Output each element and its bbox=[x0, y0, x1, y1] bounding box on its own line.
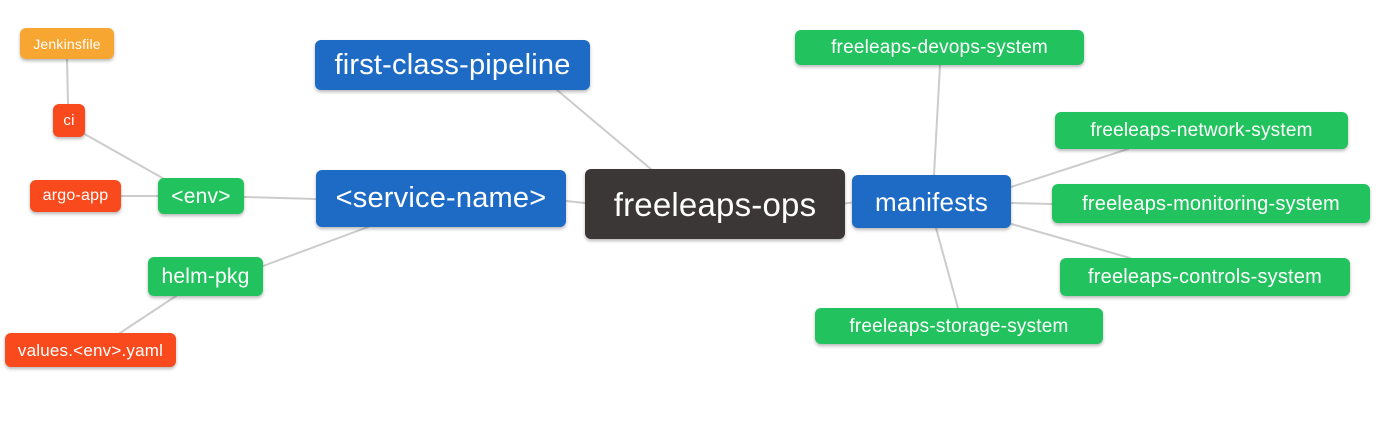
edge-service-name--helm-pkg bbox=[262, 226, 369, 267]
node-ci[interactable]: ci bbox=[53, 104, 85, 137]
node-helm-pkg[interactable]: helm-pkg bbox=[148, 257, 263, 296]
node-freeleaps-network-system[interactable]: freeleaps-network-system bbox=[1055, 112, 1348, 149]
node-jenkinsfile[interactable]: Jenkinsfile bbox=[20, 28, 114, 59]
node-argo-app[interactable]: argo-app bbox=[30, 180, 121, 212]
node-service-name[interactable]: <service-name> bbox=[316, 170, 566, 227]
node-freeleaps-devops-system[interactable]: freeleaps-devops-system bbox=[795, 30, 1084, 65]
edge-manifests--freeleaps-devops-system bbox=[933, 64, 941, 176]
node-env[interactable]: <env> bbox=[158, 178, 244, 214]
node-freeleaps-controls-system[interactable]: freeleaps-controls-system bbox=[1060, 258, 1350, 296]
node-values-env-yaml[interactable]: values.<env>.yaml bbox=[5, 333, 176, 367]
edge-first-class-pipeline--freeleaps-ops bbox=[556, 89, 653, 171]
node-freeleaps-storage-system[interactable]: freeleaps-storage-system bbox=[815, 308, 1103, 344]
edge-helm-pkg--values-env-yaml bbox=[119, 295, 177, 334]
edge-service-name--freeleaps-ops bbox=[565, 200, 586, 204]
node-freeleaps-ops[interactable]: freeleaps-ops bbox=[585, 169, 845, 239]
edge-manifests--freeleaps-storage-system bbox=[935, 227, 959, 309]
node-freeleaps-monitoring-system[interactable]: freeleaps-monitoring-system bbox=[1052, 184, 1370, 223]
node-first-class-pipeline[interactable]: first-class-pipeline bbox=[315, 40, 590, 90]
edge-env--service-name bbox=[243, 196, 317, 200]
edge-manifests--freeleaps-network-system bbox=[1010, 148, 1129, 188]
edge-manifests--freeleaps-monitoring-system bbox=[1010, 202, 1053, 205]
edge-ci--env bbox=[80, 131, 167, 181]
node-manifests[interactable]: manifests bbox=[852, 175, 1011, 228]
edge-manifests--freeleaps-controls-system bbox=[1007, 222, 1131, 259]
edge-jenkinsfile--ci bbox=[66, 58, 69, 105]
